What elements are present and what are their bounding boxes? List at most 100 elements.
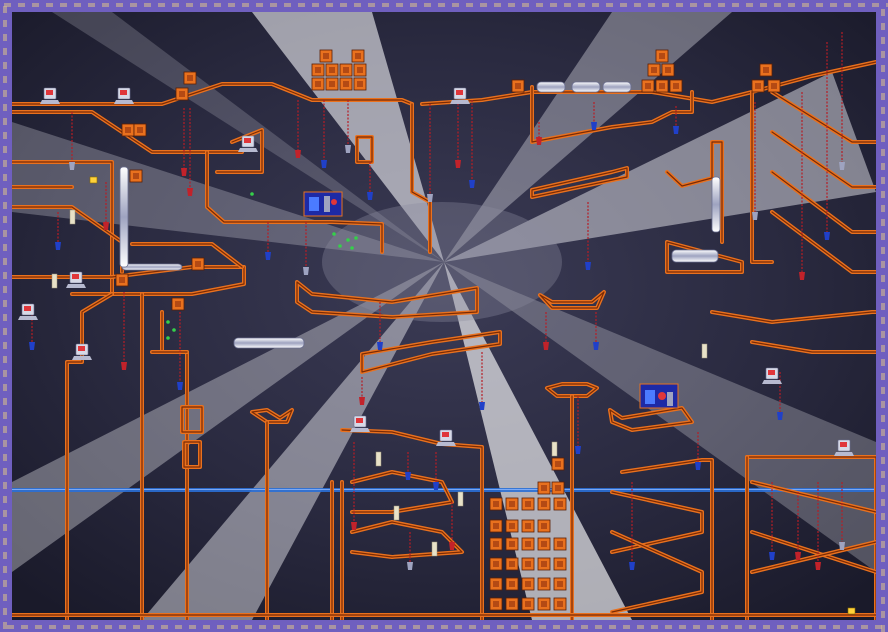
hanging-weight-icon bbox=[839, 162, 845, 170]
terminal-screen bbox=[120, 90, 127, 95]
crate-face bbox=[509, 541, 515, 547]
crate-face bbox=[195, 261, 201, 267]
level-playfield[interactable] bbox=[12, 12, 876, 620]
computer-terminal-icon bbox=[834, 452, 854, 456]
pipe-core bbox=[12, 83, 413, 105]
hanging-weight-icon bbox=[181, 168, 187, 176]
pipe-core bbox=[183, 441, 201, 468]
hanging-weight-icon bbox=[469, 180, 475, 188]
hanging-weight-icon bbox=[69, 162, 75, 170]
terminal-screen bbox=[72, 274, 79, 279]
hanging-weight-icon bbox=[536, 137, 542, 145]
metal-bar bbox=[536, 81, 566, 93]
crate-face bbox=[493, 601, 499, 607]
hanging-weight-icon bbox=[455, 160, 461, 168]
crate-face bbox=[673, 83, 679, 89]
terminal-screen bbox=[46, 90, 53, 95]
pillar bbox=[551, 441, 558, 457]
pipe-core bbox=[751, 341, 876, 353]
crate-face bbox=[541, 523, 547, 529]
hanging-weight-icon bbox=[839, 542, 845, 550]
hanging-weight-icon bbox=[543, 342, 549, 350]
crate-face bbox=[665, 67, 671, 73]
hanging-weight-icon bbox=[367, 192, 373, 200]
terminal-screen bbox=[244, 138, 251, 143]
computer-terminal-icon bbox=[450, 100, 470, 104]
pipe-core bbox=[421, 61, 876, 105]
pipe-core bbox=[621, 459, 713, 620]
crate-face bbox=[541, 501, 547, 507]
hanging-weight-icon bbox=[303, 267, 309, 275]
crate-face bbox=[557, 501, 563, 507]
exit-screen-right bbox=[639, 383, 679, 409]
hanging-weight-icon bbox=[405, 472, 411, 480]
pipe-core bbox=[539, 291, 605, 309]
crate-face bbox=[557, 581, 563, 587]
pillar bbox=[457, 491, 464, 507]
computer-terminal-icon bbox=[762, 380, 782, 384]
gem bbox=[166, 320, 170, 324]
crate-face bbox=[555, 485, 561, 491]
pipe-core bbox=[181, 406, 203, 433]
crate-face bbox=[541, 581, 547, 587]
hanging-weight-icon bbox=[351, 522, 357, 530]
exit-screen-left bbox=[303, 191, 343, 217]
crate-face bbox=[179, 91, 185, 97]
pipe-core bbox=[771, 91, 876, 143]
hanging-weight-icon bbox=[695, 462, 701, 470]
terminal-screen bbox=[840, 442, 847, 447]
computer-terminal-icon bbox=[114, 100, 134, 104]
crate-face bbox=[343, 67, 349, 73]
hanging-weight-icon bbox=[795, 552, 801, 560]
pipe-core bbox=[771, 171, 876, 233]
terminal-screen bbox=[78, 346, 85, 351]
hanging-weight-icon bbox=[359, 397, 365, 405]
computer-terminal-icon bbox=[66, 284, 86, 288]
pipe-core bbox=[206, 151, 383, 253]
gem bbox=[332, 232, 336, 236]
computer-terminal-icon bbox=[18, 316, 38, 320]
pipe-core bbox=[296, 281, 478, 318]
crate-face bbox=[659, 83, 665, 89]
pipe-core bbox=[546, 383, 598, 397]
hanging-weight-icon bbox=[121, 362, 127, 370]
terminal-screen bbox=[24, 306, 31, 311]
crate-face bbox=[557, 541, 563, 547]
hanging-weight-icon bbox=[593, 342, 599, 350]
hanging-weight-icon bbox=[177, 382, 183, 390]
crate-face bbox=[493, 581, 499, 587]
hanging-weight-icon bbox=[265, 252, 271, 260]
pipe-core bbox=[351, 471, 453, 513]
crate-face bbox=[509, 501, 515, 507]
crate-face bbox=[525, 523, 531, 529]
hanging-weight-icon bbox=[433, 482, 439, 490]
metal-bar bbox=[121, 263, 183, 271]
pipe-core bbox=[361, 331, 501, 373]
pipe-core bbox=[611, 531, 703, 613]
crate-face bbox=[493, 541, 499, 547]
pipe-core bbox=[666, 141, 723, 243]
pipe-core bbox=[751, 531, 876, 573]
hanging-weight-icon bbox=[585, 262, 591, 270]
hanging-weight-icon bbox=[752, 212, 758, 220]
pipe-core bbox=[746, 456, 876, 620]
terminal-screen bbox=[768, 370, 775, 375]
pipe-core bbox=[751, 541, 876, 573]
metal-bar bbox=[233, 337, 305, 349]
metal-pipe-vertical bbox=[711, 176, 721, 233]
crate-face bbox=[315, 67, 321, 73]
pipe-core bbox=[531, 167, 628, 198]
crate-face bbox=[137, 127, 143, 133]
pipe-core bbox=[531, 86, 693, 143]
crate-face bbox=[557, 561, 563, 567]
hanging-weight-icon bbox=[769, 552, 775, 560]
crate-face bbox=[525, 581, 531, 587]
crate-face bbox=[493, 501, 499, 507]
crate-face bbox=[525, 601, 531, 607]
crate-face bbox=[541, 601, 547, 607]
pipe-core bbox=[611, 491, 703, 553]
metal-bar bbox=[671, 249, 719, 263]
hanging-weight-icon bbox=[345, 145, 351, 153]
hanging-weight-icon bbox=[29, 342, 35, 350]
